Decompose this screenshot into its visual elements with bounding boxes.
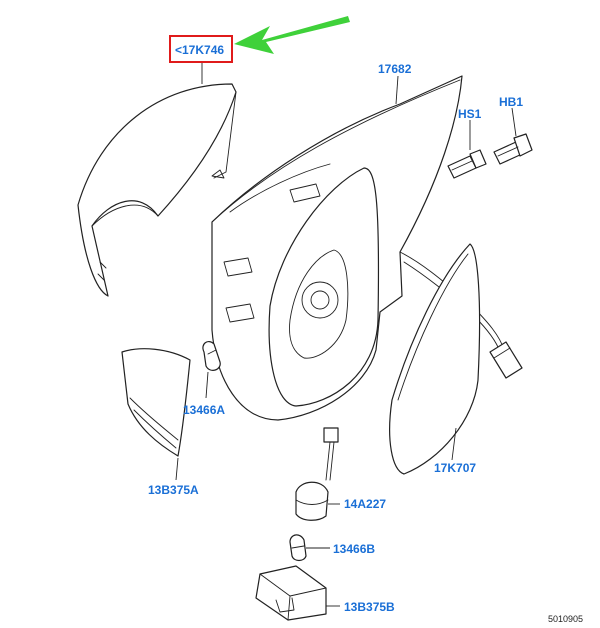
lamp-a-illustration: [121, 348, 191, 457]
label-screw-hs1[interactable]: HS1: [458, 107, 482, 121]
pointer-arrow: [234, 16, 350, 54]
label-cover[interactable]: <17K746: [175, 43, 224, 57]
label-glass[interactable]: 17K707: [434, 461, 476, 475]
screw-hs1-illustration: [447, 149, 487, 179]
leader-lines: [175, 62, 517, 607]
highlight-box: [169, 35, 233, 63]
label-bulb-b[interactable]: 13466B: [333, 542, 375, 556]
lamp-b-illustration: [255, 565, 327, 621]
mirror-housing-illustration: [211, 75, 505, 421]
bolt-hb1-illustration: [493, 133, 533, 165]
label-lamp-b[interactable]: 13B375B: [344, 600, 395, 614]
mirror-glass-illustration: [389, 243, 481, 475]
label-bolt-hb1[interactable]: HB1: [499, 95, 523, 109]
harness-connector-illustration: [489, 341, 523, 379]
label-socket[interactable]: 14A227: [344, 497, 386, 511]
socket-illustration: [295, 427, 339, 521]
drawing-number: 5010905: [548, 614, 583, 624]
bulb-b-illustration: [289, 534, 307, 562]
mirror-cover-illustration: [77, 83, 237, 297]
bulb-a-illustration: [202, 340, 221, 371]
label-housing[interactable]: 17682: [378, 62, 412, 76]
label-bulb-a[interactable]: 13466A: [183, 403, 225, 417]
label-lamp-a[interactable]: 13B375A: [148, 483, 199, 497]
